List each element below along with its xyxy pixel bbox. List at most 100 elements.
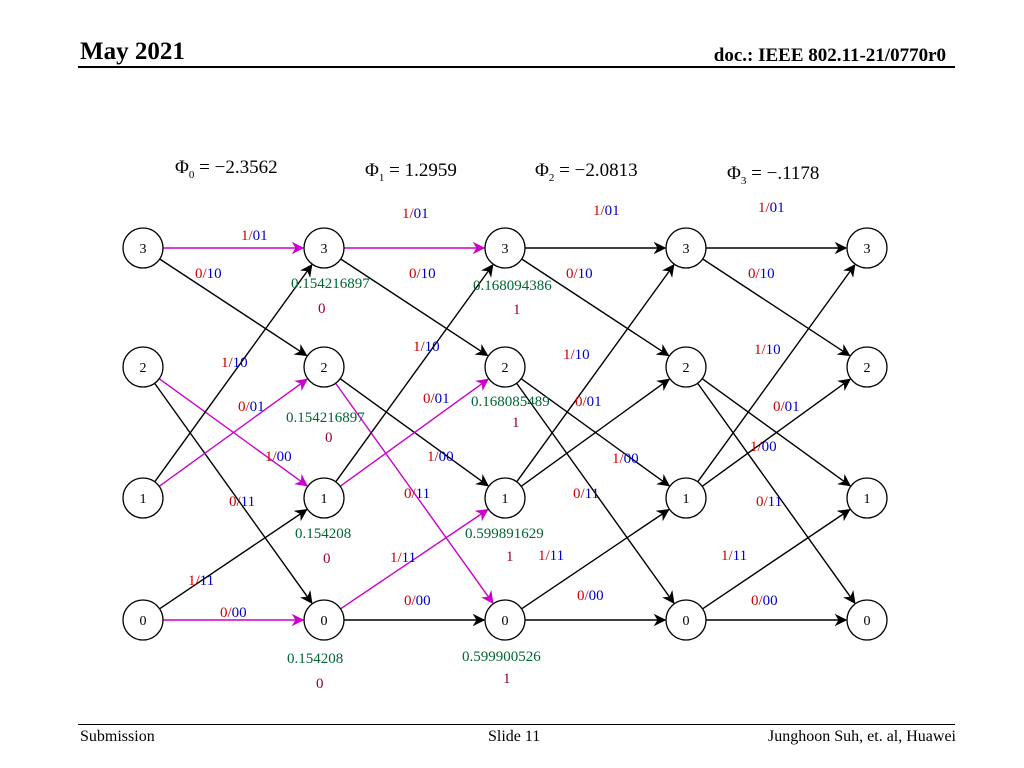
trellis-node-1-0: 0: [303, 599, 345, 641]
trellis-edge-3-1-to-3: [697, 263, 856, 483]
edge-label-s0-top-2: 0/10: [195, 266, 222, 282]
path-metric-1-1: 0.154208: [295, 526, 351, 542]
node-state-label: 0: [683, 614, 690, 629]
survivor-bit-1-0: 0: [316, 676, 324, 692]
survivor-bit-1-2: 0: [325, 430, 333, 446]
edge-label-s3-low-2: 1/11: [721, 548, 747, 564]
node-state-label: 0: [321, 614, 328, 629]
trellis-node-3-0: 0: [665, 599, 707, 641]
trellis-node-1-3: 3: [303, 227, 345, 269]
survivor-bit-2-3: 1: [513, 302, 521, 318]
header-doc-id: doc.: IEEE 802.11-21/0770r0: [713, 45, 946, 66]
edge-label-s2-mid-1: 1/10: [563, 347, 590, 363]
node-state-label: 3: [864, 242, 871, 257]
path-metric-1-0: 0.154208: [287, 651, 343, 667]
trellis-edge-2-1-to-2: [520, 378, 671, 487]
trellis-node-0-3: 3: [122, 227, 164, 269]
survivor-bit-2-1: 1: [506, 549, 514, 565]
trellis-node-0-0: 0: [122, 599, 164, 641]
trellis-node-0-1: 1: [122, 477, 164, 519]
trellis-node-2-0: 0: [484, 599, 526, 641]
node-state-label: 0: [140, 614, 147, 629]
trellis-edge-1-3-to-2: [340, 258, 489, 357]
header-date: May 2021: [80, 38, 185, 65]
header-divider: [78, 66, 955, 68]
path-metric-1-3: 0.154216897: [291, 276, 370, 292]
path-metric-2-1: 0.599891629: [465, 526, 544, 542]
edge-label-s2-low-2: 1/11: [538, 548, 564, 564]
survivor-bit-1-3: 0: [318, 301, 326, 317]
survivor-bit-2-0: 1: [503, 671, 511, 687]
node-state-label: 0: [502, 614, 509, 629]
trellis-edge-0-3-to-2: [159, 258, 308, 357]
trellis-node-3-2: 2: [665, 346, 707, 388]
node-state-label: 2: [321, 361, 328, 376]
path-metric-2-3: 0.168094386: [473, 278, 552, 294]
edge-label-s3-low-1: 0/11: [756, 494, 782, 510]
phase-label-3: Φ3 = −.1178: [727, 163, 820, 187]
edge-label-s1-low-1: 0/11: [404, 486, 430, 502]
edge-label-s3-mid-2: 0/01: [773, 399, 800, 415]
node-state-label: 2: [502, 361, 509, 376]
trellis-edge-1-0-to-1: [340, 509, 489, 610]
trellis-node-1-2: 2: [303, 346, 345, 388]
trellis-edge-2-2-to-0: [516, 382, 675, 604]
path-metric-2-2: 0.168085489: [471, 394, 550, 410]
trellis-edge-3-0-to-1: [702, 509, 851, 610]
edge-label-s1-mid-1: 1/10: [413, 339, 440, 355]
trellis-node-0-2: 2: [122, 346, 164, 388]
path-metric-2-0: 0.599900526: [462, 649, 541, 665]
edge-label-s2-mid-3: 1/00: [612, 451, 639, 467]
trellis-edge-2-0-to-1: [521, 509, 670, 610]
edge-label-s0-low-2: 1/11: [188, 573, 214, 589]
node-state-label: 2: [140, 361, 147, 376]
trellis-node-4-3: 3: [846, 227, 888, 269]
edge-label-s2-top-1: 1/01: [593, 203, 620, 219]
survivor-bit-2-2: 1: [512, 415, 520, 431]
trellis-node-2-2: 2: [484, 346, 526, 388]
node-state-label: 3: [140, 242, 147, 257]
survivor-bit-1-1: 0: [323, 551, 331, 567]
trellis-edge-2-1-to-3: [516, 263, 675, 483]
trellis-edge-1-1-to-3: [335, 263, 494, 483]
footer-author: Junghoon Suh, et. al, Huawei: [768, 728, 956, 745]
trellis-node-2-1: 1: [484, 477, 526, 519]
edge-label-s3-mid-1: 1/10: [754, 342, 781, 358]
edge-label-s1-low-2: 1/11: [390, 550, 416, 566]
footer-submission: Submission: [80, 728, 155, 745]
edge-label-s2-low-1: 0/11: [573, 486, 599, 502]
trellis-edge-0-2-to-0: [154, 382, 313, 604]
trellis-node-2-3: 3: [484, 227, 526, 269]
edge-label-s2-mid-2: 0/01: [575, 394, 602, 410]
edge-label-s3-top-1: 1/01: [758, 200, 785, 216]
phase-label-0: Φ0 = −2.3562: [175, 157, 278, 181]
edge-label-s0-bot: 0/00: [220, 605, 247, 621]
path-metric-1-2: 0.154216897: [286, 410, 365, 426]
node-state-label: 2: [864, 361, 871, 376]
node-state-label: 1: [864, 492, 871, 507]
node-state-label: 3: [321, 242, 328, 257]
node-state-label: 3: [683, 242, 690, 257]
trellis-edge-0-1-to-2: [158, 378, 309, 487]
edge-label-s0-top-1: 1/01: [241, 228, 268, 244]
edge-label-s1-bot: 0/00: [404, 593, 431, 609]
footer-divider: [78, 724, 955, 725]
edge-label-s1-mid-2: 0/01: [423, 391, 450, 407]
node-state-label: 1: [321, 492, 328, 507]
edge-label-s3-bot: 0/00: [751, 593, 778, 609]
edge-label-s0-mid-1: 1/10: [221, 355, 248, 371]
node-state-label: 3: [502, 242, 509, 257]
edge-label-s0-low-1: 0/11: [229, 494, 255, 510]
edge-label-s3-mid-3: 1/00: [750, 439, 777, 455]
trellis-node-1-1: 1: [303, 477, 345, 519]
trellis-edge-0-1-to-3: [154, 263, 313, 483]
trellis-node-4-0: 0: [846, 599, 888, 641]
node-state-label: 0: [864, 614, 871, 629]
trellis-edge-1-2-to-0: [335, 382, 494, 604]
edge-label-s2-bot: 0/00: [577, 588, 604, 604]
edge-label-s2-top-2: 0/10: [566, 266, 593, 282]
node-state-label: 2: [683, 361, 690, 376]
trellis-edge-0-0-to-1: [159, 509, 308, 610]
phase-label-1: Φ1 = 1.2959: [365, 160, 457, 184]
edge-label-s3-top-2: 0/10: [748, 266, 775, 282]
